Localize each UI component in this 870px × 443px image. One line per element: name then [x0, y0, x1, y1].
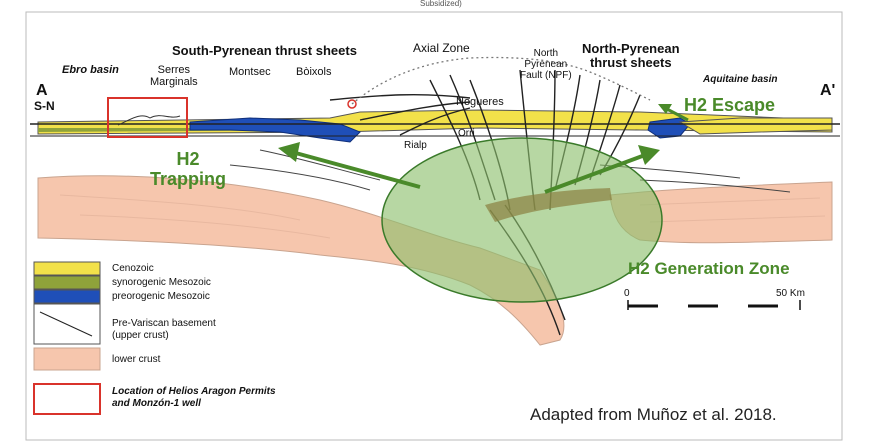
south-pyrenean-label: South-Pyrenean thrust sheets — [172, 44, 357, 58]
legend-swatches — [34, 262, 100, 414]
north-pyrenean-label: North-Pyrenean thrust sheets — [582, 42, 680, 71]
orri-label: Orri — [458, 128, 475, 139]
montsec-label: Montsec — [229, 66, 271, 78]
boixols-label: Bòixols — [296, 66, 331, 78]
h2-escape-label: H2 Escape — [684, 96, 775, 116]
legend-lower-crust: lower crust — [112, 354, 160, 366]
section-right-end: A' — [820, 82, 835, 100]
npf-label: North Pyrenean Fault (NPF) — [520, 48, 572, 81]
cropped-header: Subsidized) — [420, 0, 462, 9]
ebro-basin-label: Ebro basin — [62, 64, 119, 76]
h2-trapping-label: H2 Trapping — [150, 150, 226, 190]
legend-location-box: Location of Helios Aragon Permits and Mo… — [112, 386, 276, 409]
legend-cenozoic: Cenozoic — [112, 263, 154, 275]
scale-start: 0 — [624, 288, 630, 299]
section-left-end: A — [36, 82, 48, 100]
legend-preorogenic: preorogenic Mesozoic — [112, 291, 210, 303]
rialp-label: Rialp — [404, 140, 427, 151]
scale-bar — [628, 300, 800, 310]
legend-synorogenic: synorogenic Mesozoic — [112, 277, 211, 289]
credit-text: Adapted from Muñoz et al. 2018. — [530, 406, 777, 425]
scale-end: 50 Km — [776, 288, 805, 299]
axial-zone-label: Axial Zone — [413, 42, 470, 55]
legend-basement: Pre-Variscan basement (upper crust) — [112, 318, 216, 341]
preorogenic-right — [648, 118, 690, 138]
nogueres-label: Nogueres — [456, 96, 504, 108]
aquitaine-basin-label: Aquitaine basin — [703, 74, 777, 85]
serres-marginals-label: Serres Marginals — [150, 64, 198, 88]
orientation-label: S-N — [34, 100, 55, 113]
h2-generation-label: H2 Generation Zone — [628, 260, 790, 279]
